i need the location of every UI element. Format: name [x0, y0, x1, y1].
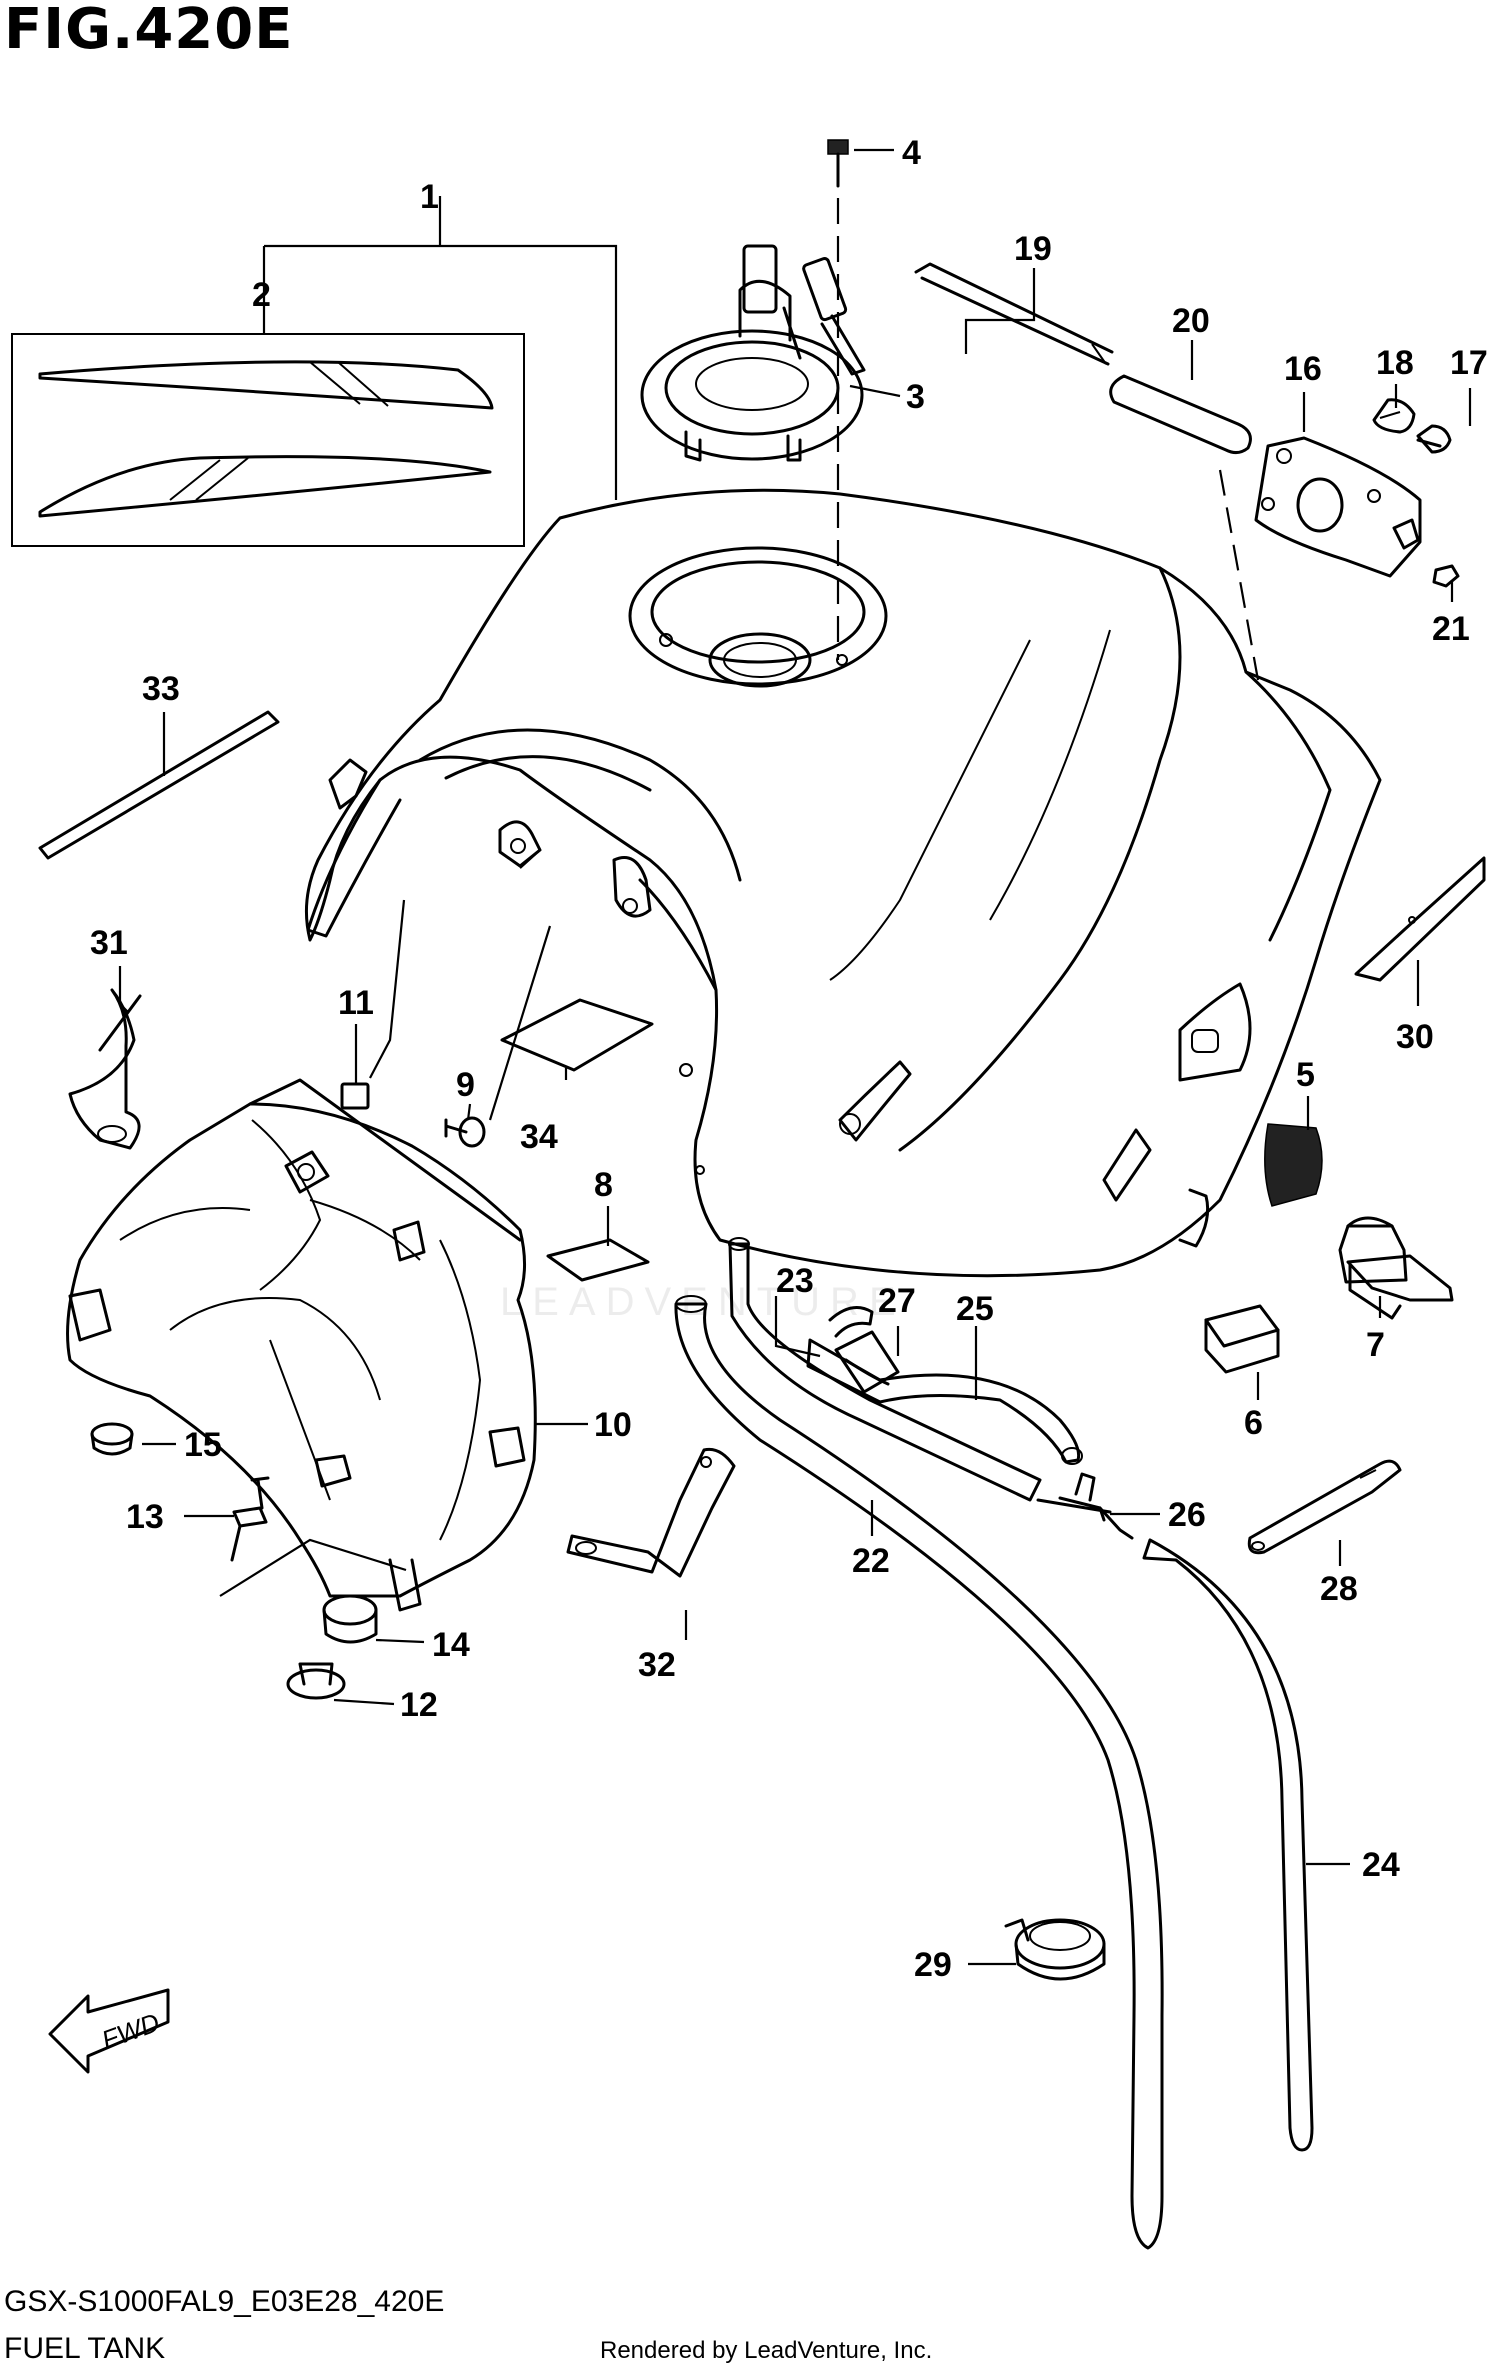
cushion-7-drawing — [1338, 1216, 1454, 1320]
protector-27-drawing — [834, 1330, 900, 1394]
callout-2: 2 — [252, 276, 271, 314]
callout-10: 10 — [594, 1406, 632, 1444]
callout-21: 21 — [1432, 610, 1470, 648]
callout-23: 23 — [776, 1262, 814, 1300]
callout-32: 32 — [638, 1646, 676, 1684]
bracket-32-drawing — [566, 1447, 736, 1578]
callout-34: 34 — [520, 1118, 558, 1156]
callout-28: 28 — [1320, 1570, 1358, 1608]
joint-26-drawing — [1036, 1472, 1134, 1540]
pad-34-drawing — [500, 998, 654, 1072]
callout-11: 11 — [338, 984, 374, 1022]
screw-drawing — [827, 139, 849, 188]
strap-28-drawing — [1247, 1459, 1402, 1555]
callout-14: 14 — [432, 1626, 470, 1664]
callout-17: 17 — [1450, 344, 1488, 382]
seal-33-drawing — [38, 710, 280, 860]
callout-31: 31 — [90, 924, 128, 962]
clip-drawing — [340, 1082, 370, 1110]
cushion-15-drawing — [90, 1422, 134, 1456]
callout-26: 26 — [1168, 1496, 1206, 1534]
fuel-cap-drawing — [640, 244, 866, 462]
callout-25: 25 — [956, 1290, 994, 1328]
cushion-6-drawing — [1204, 1304, 1280, 1374]
bolt-13-drawing — [230, 1476, 270, 1562]
hose-25-drawing — [806, 1306, 1083, 1465]
callout-27: 27 — [878, 1282, 916, 1320]
callout-19: 19 — [1014, 230, 1052, 268]
callout-labels: 1 2 3 4 5 6 7 8 9 10 11 12 13 14 15 16 1… — [90, 134, 1488, 1984]
callout-13: 13 — [126, 1498, 164, 1536]
fuel-tank-drawing — [304, 488, 1382, 1278]
bracket-16-drawing — [1254, 398, 1460, 588]
callout-29: 29 — [914, 1946, 952, 1984]
bolt-9-drawing — [444, 1116, 486, 1148]
callout-3: 3 — [906, 378, 925, 416]
bolt-spacer-drawing — [914, 262, 1252, 455]
bracket-31-drawing — [68, 988, 142, 1150]
callout-20: 20 — [1172, 302, 1210, 340]
callout-12: 12 — [400, 1686, 438, 1724]
hose-22-drawing — [674, 1295, 1164, 2250]
forward-label: FWD — [98, 2007, 164, 2055]
label-30-drawing — [1354, 856, 1486, 982]
callout-5: 5 — [1296, 1056, 1315, 1094]
leader-lines — [118, 148, 1472, 1966]
callout-22: 22 — [852, 1542, 890, 1580]
emblem-set-drawing — [11, 333, 525, 547]
tank-cover-drawing — [66, 1078, 537, 1612]
tape-5-drawing — [1264, 1123, 1323, 1207]
rendered-by-credit: Rendered by LeadVenture, Inc. — [600, 2337, 933, 2364]
callout-6: 6 — [1244, 1404, 1263, 1442]
hose-23-drawing — [728, 1237, 1042, 1502]
callout-15: 15 — [184, 1426, 222, 1464]
figure-name: FUEL TANK — [4, 2332, 166, 2365]
hose-24-drawing — [1142, 1538, 1314, 2152]
figure-title: FIG.420E — [4, 0, 294, 62]
callout-4: 4 — [902, 134, 921, 172]
clamp-29-drawing — [1004, 1918, 1106, 1981]
callout-8: 8 — [594, 1166, 613, 1204]
callout-30: 30 — [1396, 1018, 1434, 1056]
callout-33: 33 — [142, 670, 180, 708]
watermark: LEADVENTURE — [500, 1280, 906, 1324]
callout-24: 24 — [1362, 1846, 1400, 1884]
callout-1: 1 — [420, 178, 439, 216]
callout-18: 18 — [1376, 344, 1414, 382]
model-code: GSX-S1000FAL9_E03E28_420E — [4, 2285, 445, 2318]
callout-16: 16 — [1284, 350, 1322, 388]
forward-arrow-icon: FWD — [48, 1988, 170, 2074]
pad-8-drawing — [546, 1238, 650, 1282]
callout-9: 9 — [456, 1066, 475, 1104]
cushion-14-drawing — [322, 1594, 378, 1644]
collar-12-drawing — [286, 1662, 346, 1700]
callout-7: 7 — [1366, 1326, 1385, 1364]
